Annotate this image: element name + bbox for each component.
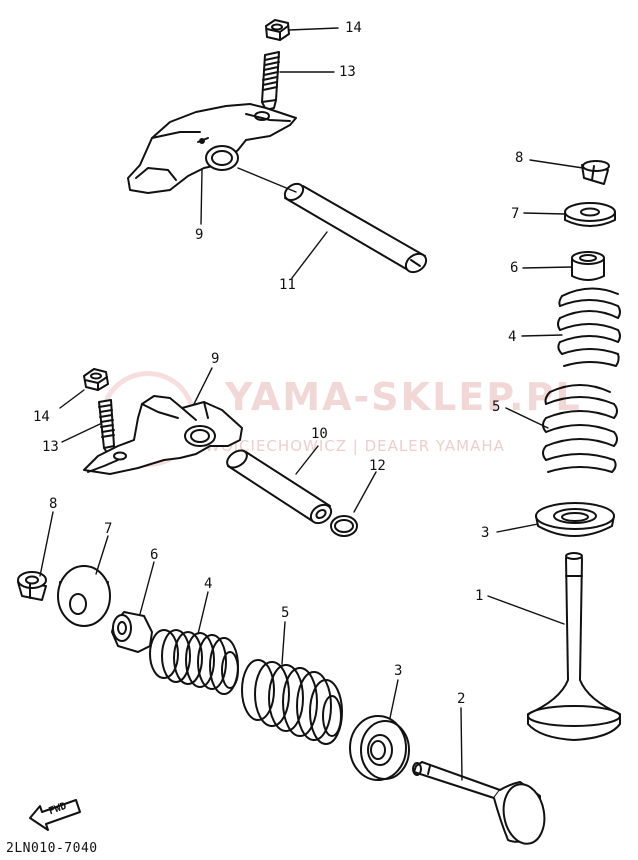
part-rocker-arm-top: [128, 104, 296, 193]
part-spring-seat-washer-left: [350, 716, 409, 780]
part-spring-seat-right: [572, 252, 604, 280]
callout-1: 1: [475, 588, 484, 604]
callout-13-mid: 13: [42, 439, 59, 455]
callout-14-top: 14: [345, 20, 362, 36]
callout-14-mid: 14: [33, 409, 50, 425]
fwd-arrow-icon: [30, 800, 80, 830]
part-spring-seat-washer-right: [536, 503, 614, 536]
callout-3-left: 3: [394, 663, 403, 679]
part-valve-cotter-left: [18, 572, 46, 600]
part-rocker-arm-mid: [84, 396, 242, 474]
callout-13-top: 13: [339, 64, 356, 80]
part-nut-top: [266, 20, 289, 40]
callout-4-right: 4: [508, 329, 517, 345]
callout-9-mid: 9: [211, 351, 220, 367]
callout-3-right: 3: [481, 525, 490, 541]
part-inner-spring-left: [150, 630, 238, 694]
callout-8-left: 8: [49, 496, 58, 512]
callout-5-left: 5: [281, 605, 290, 621]
callout-7-right: 7: [511, 206, 520, 222]
part-exhaust-valve: [413, 762, 549, 847]
diagram-code: 2LN010-7040: [6, 841, 98, 856]
callout-11: 11: [279, 277, 296, 293]
part-valve-cotter-right: [582, 161, 609, 184]
leader-lines-right: [488, 160, 583, 624]
part-nut-mid: [84, 369, 108, 390]
part-spring-seat-left: [112, 612, 152, 652]
callout-6-right: 6: [510, 260, 519, 276]
callout-9-top: 9: [195, 227, 204, 243]
part-adjusting-screw-top: [262, 52, 279, 110]
leader-lines-mid: [60, 368, 376, 512]
leader-lines-bottom: [40, 512, 462, 780]
callout-2: 2: [457, 691, 466, 707]
part-outer-spring-left: [242, 660, 342, 744]
part-o-ring: [331, 516, 357, 536]
part-spring-retainer-left: [58, 566, 110, 626]
part-adjusting-screw-mid: [99, 400, 116, 454]
callout-8-right: 8: [515, 150, 524, 166]
part-intake-valve: [528, 553, 620, 740]
part-spring-retainer-right: [565, 203, 615, 226]
callout-12: 12: [369, 458, 386, 474]
part-rocker-shaft-mid: [224, 447, 335, 527]
callout-6-left: 6: [150, 547, 159, 563]
callout-10: 10: [311, 426, 328, 442]
part-inner-spring-right: [558, 288, 620, 366]
callout-7-left: 7: [104, 521, 113, 537]
callout-5-right: 5: [492, 399, 501, 415]
callout-4-left: 4: [204, 576, 213, 592]
leader-lines-top: [201, 28, 338, 278]
part-outer-spring-right: [543, 385, 617, 472]
part-rocker-shaft-top: [282, 181, 430, 276]
